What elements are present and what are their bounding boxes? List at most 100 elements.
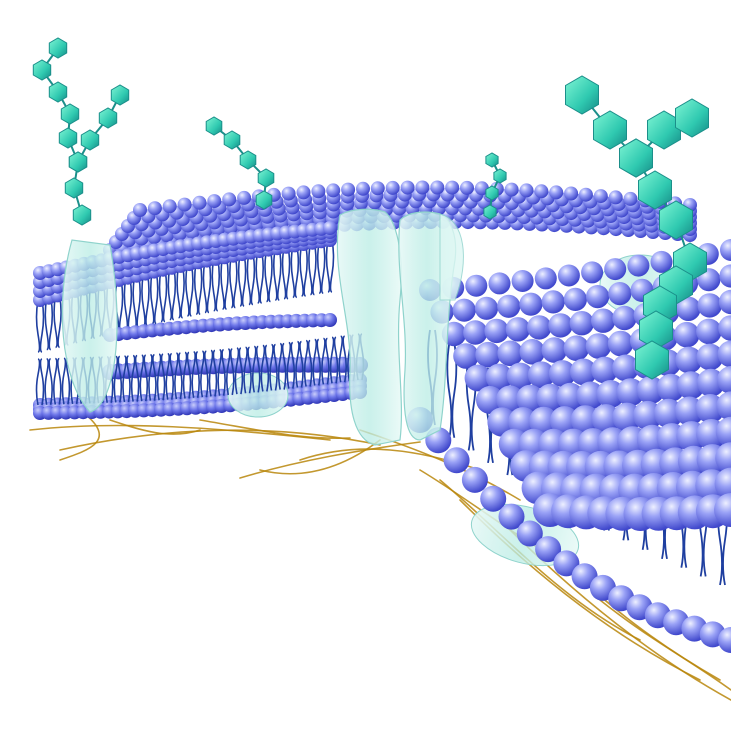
lipid-head bbox=[464, 364, 492, 392]
lipid-tail bbox=[246, 252, 252, 306]
lipid-head bbox=[696, 318, 722, 345]
glycoprotein-chains bbox=[32, 37, 709, 380]
lipid-tail bbox=[251, 345, 257, 393]
fiber bbox=[199, 419, 351, 440]
lipid-head bbox=[576, 381, 605, 410]
sugar-hexagon bbox=[257, 168, 275, 188]
sugar-hexagon bbox=[223, 130, 241, 150]
lipid-head bbox=[534, 267, 557, 290]
lipid-head bbox=[570, 358, 597, 386]
lipid-tail bbox=[316, 241, 322, 295]
lipid-tail bbox=[178, 352, 183, 400]
lipid-tail bbox=[153, 271, 159, 325]
lipid-tail bbox=[272, 248, 278, 301]
lipid-tail bbox=[193, 262, 199, 316]
lipid-tail bbox=[126, 355, 131, 403]
fiber bbox=[59, 429, 381, 451]
lipid-tail bbox=[39, 358, 45, 406]
sugar-hexagon bbox=[205, 116, 223, 136]
lipid-tail bbox=[148, 353, 153, 401]
lipid-tail bbox=[221, 348, 226, 396]
lipid-tail bbox=[130, 354, 136, 402]
lipid-tail bbox=[269, 343, 274, 391]
lipid-tail bbox=[174, 352, 179, 400]
lipid-tail bbox=[264, 344, 270, 392]
fiber bbox=[599, 599, 731, 691]
lipid-head bbox=[563, 335, 590, 362]
lipid-head bbox=[341, 182, 356, 197]
lipid-tail bbox=[299, 243, 304, 297]
lipid-head bbox=[717, 366, 731, 394]
sugar-hexagon bbox=[58, 127, 78, 149]
sugar-hexagon bbox=[64, 177, 84, 199]
lipid-tail bbox=[225, 348, 231, 396]
lipid-head bbox=[535, 536, 562, 563]
sugar-hexagon bbox=[659, 200, 693, 240]
lipid-head bbox=[497, 294, 521, 318]
lipid-head bbox=[715, 416, 731, 448]
lipid-head bbox=[608, 190, 623, 205]
lipid-tail bbox=[277, 342, 283, 390]
lipid-tail bbox=[294, 245, 300, 299]
lipid-tail bbox=[189, 263, 194, 317]
lipid-tail bbox=[56, 357, 62, 405]
lipid-tail bbox=[197, 262, 203, 316]
sugar-hexagon bbox=[98, 107, 118, 129]
lipid-head bbox=[541, 290, 565, 314]
fiber bbox=[59, 409, 101, 461]
lipid-head bbox=[511, 270, 534, 292]
lipid-head bbox=[607, 330, 634, 357]
sugar-hexagon bbox=[60, 103, 80, 125]
lipid-head bbox=[696, 343, 724, 371]
lipid-head bbox=[323, 313, 337, 327]
lipid-tail bbox=[220, 257, 225, 311]
lipid-head bbox=[177, 197, 192, 212]
lipid-head bbox=[527, 361, 555, 389]
lipid-head bbox=[485, 363, 513, 391]
lipid-head bbox=[497, 340, 523, 367]
sugar-hexagon bbox=[647, 110, 681, 150]
lipid-tail bbox=[162, 269, 168, 323]
lipid-tail bbox=[325, 239, 331, 293]
lipid-head bbox=[650, 250, 673, 273]
lipid-head bbox=[720, 239, 731, 261]
lipid-head bbox=[718, 289, 731, 315]
lipid-head bbox=[133, 203, 147, 217]
lipid-tail bbox=[238, 347, 244, 395]
lipid-head bbox=[718, 315, 731, 341]
lipid-head bbox=[553, 550, 580, 577]
lipid-head bbox=[564, 186, 579, 201]
lipid-tail bbox=[204, 350, 209, 398]
lipid-head bbox=[623, 191, 638, 206]
sugar-hexagon bbox=[483, 204, 497, 220]
lipid-tail bbox=[321, 337, 326, 385]
lipid-head bbox=[719, 264, 731, 288]
lipid-tail bbox=[165, 352, 171, 400]
lipid-head bbox=[548, 313, 573, 338]
lipid-tail bbox=[446, 342, 453, 438]
lipid-tail bbox=[145, 273, 150, 327]
lipid-tail bbox=[35, 358, 41, 406]
lipid-tail bbox=[202, 260, 208, 314]
lipid-tail bbox=[260, 344, 266, 392]
lipid-head bbox=[529, 406, 559, 436]
lipid-head bbox=[480, 485, 507, 512]
sugar-hexagon bbox=[239, 150, 257, 170]
lipid-head bbox=[570, 405, 600, 435]
lipid-head bbox=[527, 315, 552, 340]
lipid-tail bbox=[250, 252, 256, 306]
fiber bbox=[109, 419, 201, 435]
lipid-tail bbox=[241, 253, 247, 307]
lipid-tail bbox=[208, 349, 214, 397]
lipid-tail bbox=[333, 336, 339, 384]
lipid-head bbox=[487, 407, 517, 437]
lipid-head bbox=[593, 189, 608, 204]
lipid-head bbox=[591, 404, 621, 434]
channel-protein-side bbox=[439, 213, 464, 301]
lipid-tail bbox=[276, 248, 282, 301]
lipid-head bbox=[716, 391, 731, 421]
lipid-tail bbox=[61, 357, 67, 405]
lipid-tail bbox=[182, 351, 188, 399]
